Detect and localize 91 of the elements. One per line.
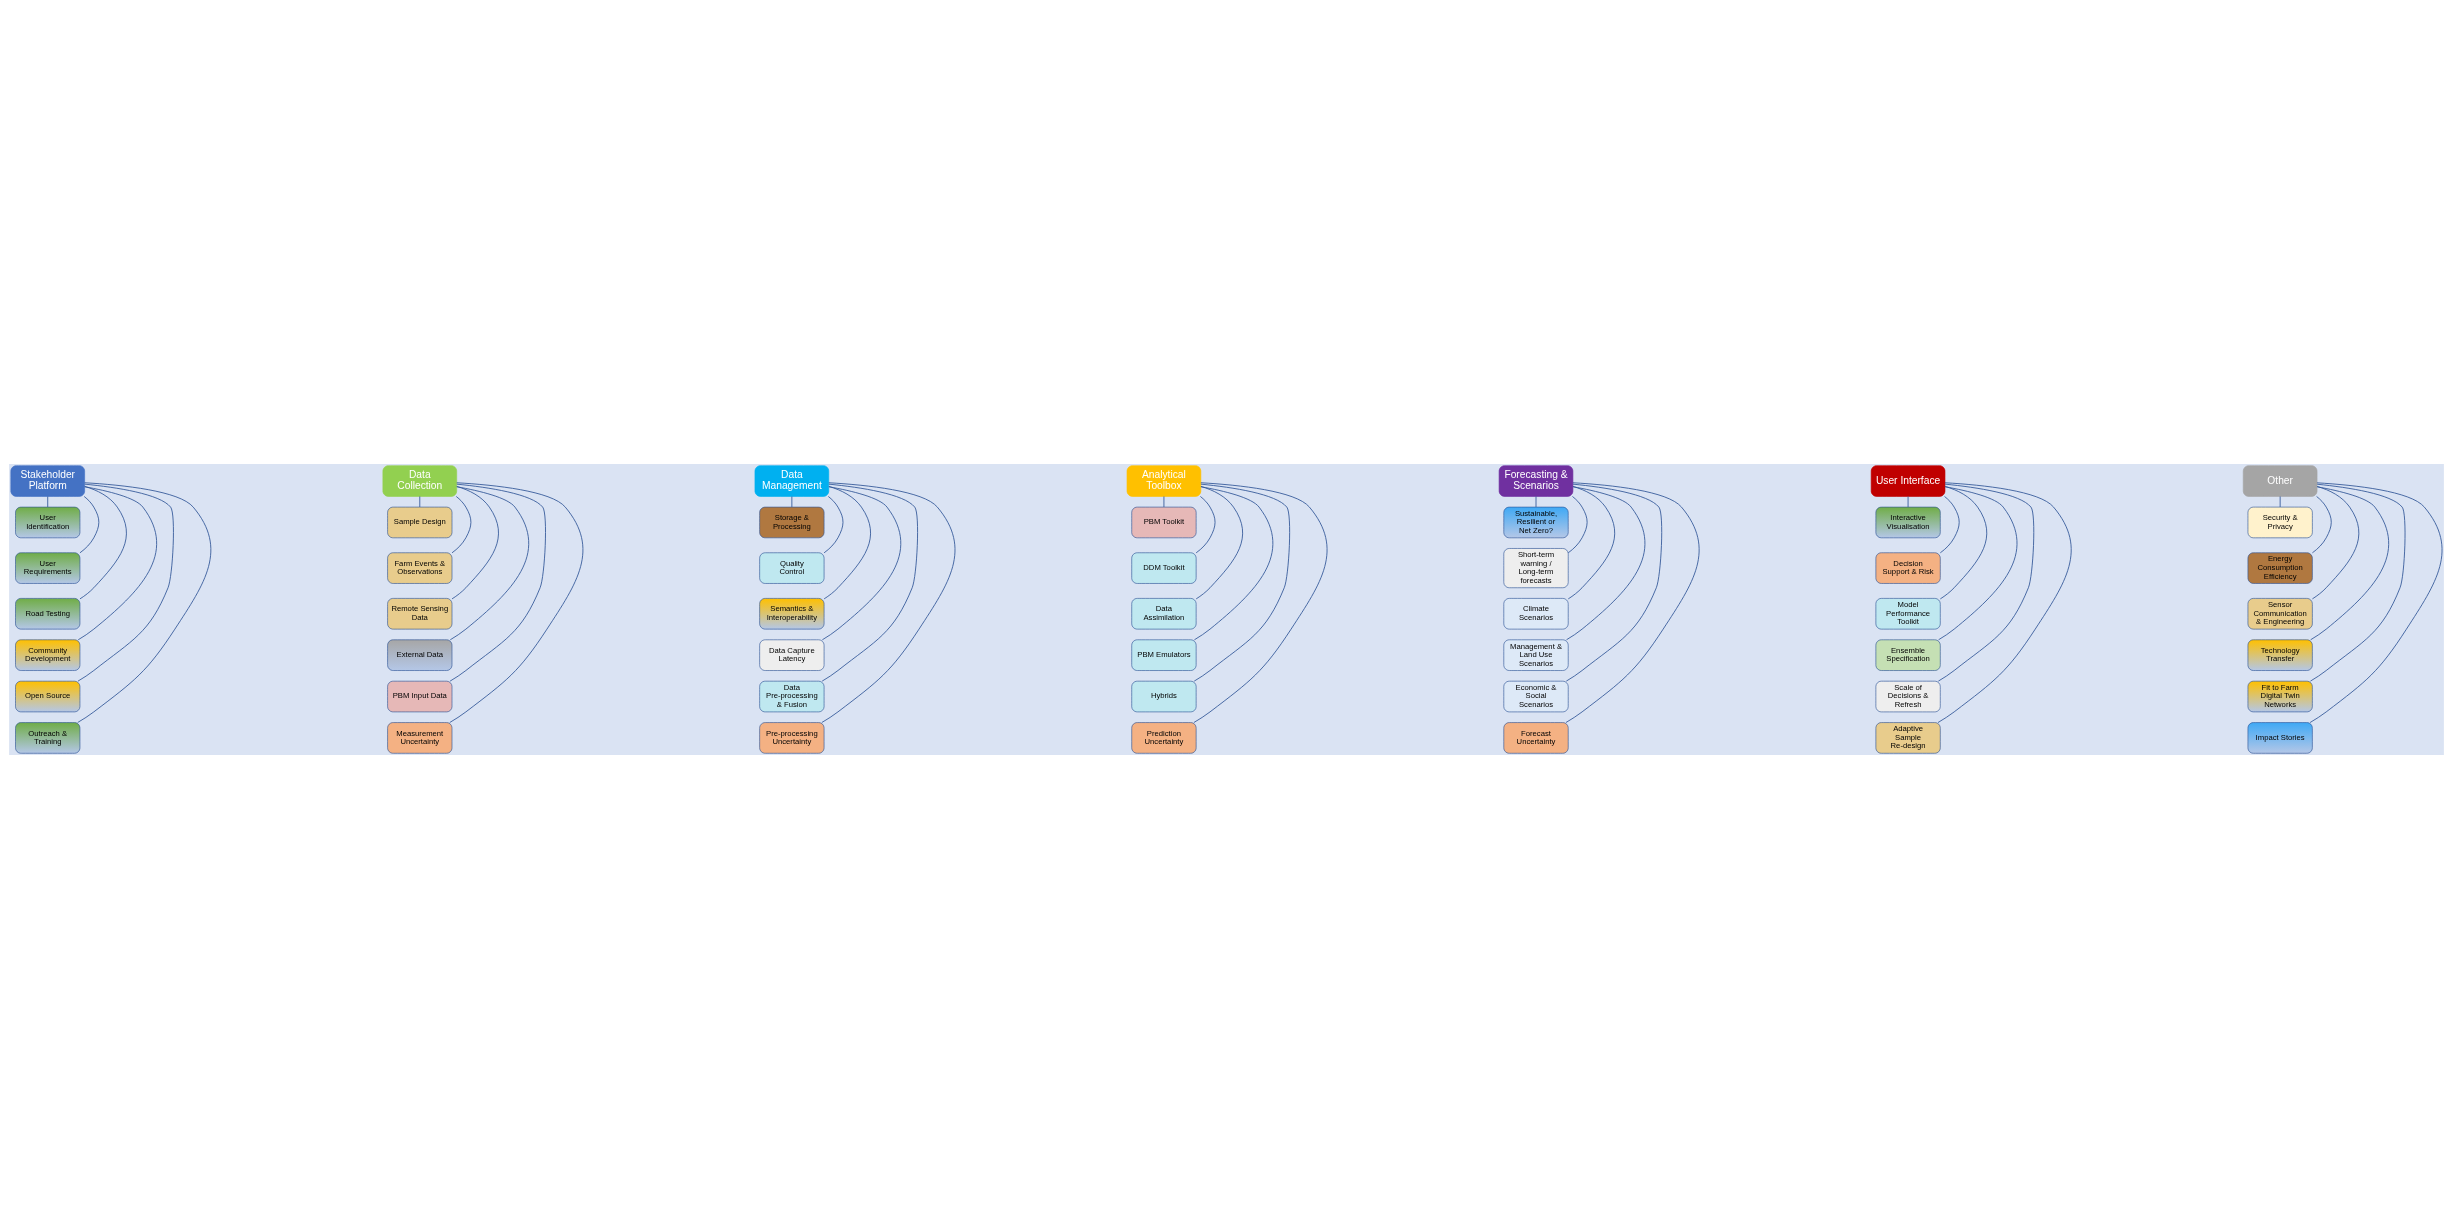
connector xyxy=(77,481,212,723)
node-box: Data Management xyxy=(754,464,830,497)
connector xyxy=(1195,495,1216,553)
connector xyxy=(79,485,127,599)
node-box: Economic & Social Scenarios xyxy=(1503,680,1569,712)
node-box: Impact Stories xyxy=(2247,721,2313,754)
node-box: Climate Scenarios xyxy=(1503,597,1569,629)
connector xyxy=(1566,485,1646,640)
connector xyxy=(47,495,49,507)
connector xyxy=(1565,483,1663,682)
connector xyxy=(1163,495,1165,507)
node-box: Outreach & Training xyxy=(15,721,81,754)
connector xyxy=(1907,495,1909,507)
node-box: User Interface xyxy=(1870,464,1946,497)
node-box: Prediction Uncertainty xyxy=(1131,721,1197,754)
node-box: User Identification xyxy=(15,506,81,538)
connector xyxy=(2279,495,2281,507)
connector xyxy=(821,481,956,723)
connector xyxy=(1193,481,1328,723)
connector xyxy=(823,485,871,599)
connector xyxy=(1938,485,2018,640)
connector xyxy=(1567,485,1616,599)
node-box: Technology Transfer xyxy=(2247,638,2313,671)
node-box: Storage & Processing xyxy=(759,506,825,538)
node-box: Data Assimilation xyxy=(1131,597,1197,629)
connector xyxy=(1195,485,1243,599)
node-box: Sustainable, Resilient or Net Zero? xyxy=(1503,506,1569,538)
node-box: Hybrids xyxy=(1131,680,1197,712)
node-box: Sample Design xyxy=(387,506,453,538)
connector xyxy=(1535,495,1537,507)
node-box: Other xyxy=(2242,464,2318,497)
node-box: Measurement Uncertainty xyxy=(387,721,453,754)
connector xyxy=(1567,495,1588,553)
node-box: Analytical Toolbox xyxy=(1126,464,1202,497)
connector xyxy=(2311,495,2332,553)
connector xyxy=(821,485,902,640)
node-box: PBM Toolkit xyxy=(1131,506,1197,538)
node-box: Quality Control xyxy=(759,551,825,584)
node-box: Data Capture Latency xyxy=(759,638,825,671)
connector xyxy=(1939,485,1988,599)
node-box: PBM Emulators xyxy=(1131,638,1197,671)
node-box: Farm Events & Observations xyxy=(387,551,453,584)
node-box: External Data xyxy=(387,638,453,671)
connector xyxy=(1194,485,1274,640)
node-box: Energy Consumption Efficiency xyxy=(2247,551,2313,584)
node-box: Sensor Communication & Engineering xyxy=(2247,597,2313,629)
connector xyxy=(791,495,793,507)
connector xyxy=(821,483,918,682)
node-box: Fit to Farm Digital Twin Networks xyxy=(2247,680,2313,712)
node-box: Model Performance Toolkit xyxy=(1875,597,1941,629)
connector xyxy=(449,481,584,723)
connector xyxy=(77,485,157,640)
connector xyxy=(2310,483,2406,682)
node-box: Stakeholder Platform xyxy=(10,464,85,497)
connector xyxy=(449,485,530,640)
node-box: Management & Land Use Scenarios xyxy=(1503,638,1569,671)
node-box: Forecasting & Scenarios xyxy=(1498,464,1574,497)
connector xyxy=(419,495,421,507)
node-box: Community Development xyxy=(15,638,81,671)
node-box: Remote Sensing Data xyxy=(387,597,453,629)
connector xyxy=(1937,483,2035,682)
connector xyxy=(77,483,174,682)
connector xyxy=(451,485,499,599)
node-box: User Requirements xyxy=(15,551,81,584)
node-box: Adaptive Sample Re-design xyxy=(1875,721,1941,754)
node-box: PBM Input Data xyxy=(387,680,453,712)
connector xyxy=(1565,481,1700,723)
connector xyxy=(2311,485,2360,599)
node-box: Ensemble Specification xyxy=(1875,638,1941,671)
node-box: Security & Privacy xyxy=(2247,506,2313,538)
node-box: Road Testing xyxy=(15,597,81,629)
node-box: Forecast Uncertainty xyxy=(1503,721,1569,754)
connector xyxy=(2310,485,2390,640)
node-box: Data Pre-processing & Fusion xyxy=(759,680,825,712)
node-box: Pre-processing Uncertainty xyxy=(759,721,825,754)
node-box: Open Source xyxy=(15,680,81,712)
connector xyxy=(451,495,472,553)
connector xyxy=(1193,483,1291,682)
node-box: Interactive Visualisation xyxy=(1875,506,1941,538)
connector xyxy=(2309,481,2443,723)
node-box: Scale of Decisions & Refresh xyxy=(1875,680,1941,712)
connector xyxy=(1939,495,1960,553)
node-box: Semantics & Interoperability xyxy=(759,597,825,629)
node-box: Short-term warning / Long-term forecasts xyxy=(1503,547,1569,588)
node-box: DDM Toolkit xyxy=(1131,551,1197,584)
connector xyxy=(449,483,546,682)
node-box: Data Collection xyxy=(382,464,457,497)
connector xyxy=(79,495,100,553)
node-box: Decision Support & Risk xyxy=(1875,551,1941,584)
connector xyxy=(823,495,844,553)
connector xyxy=(1937,481,2072,723)
